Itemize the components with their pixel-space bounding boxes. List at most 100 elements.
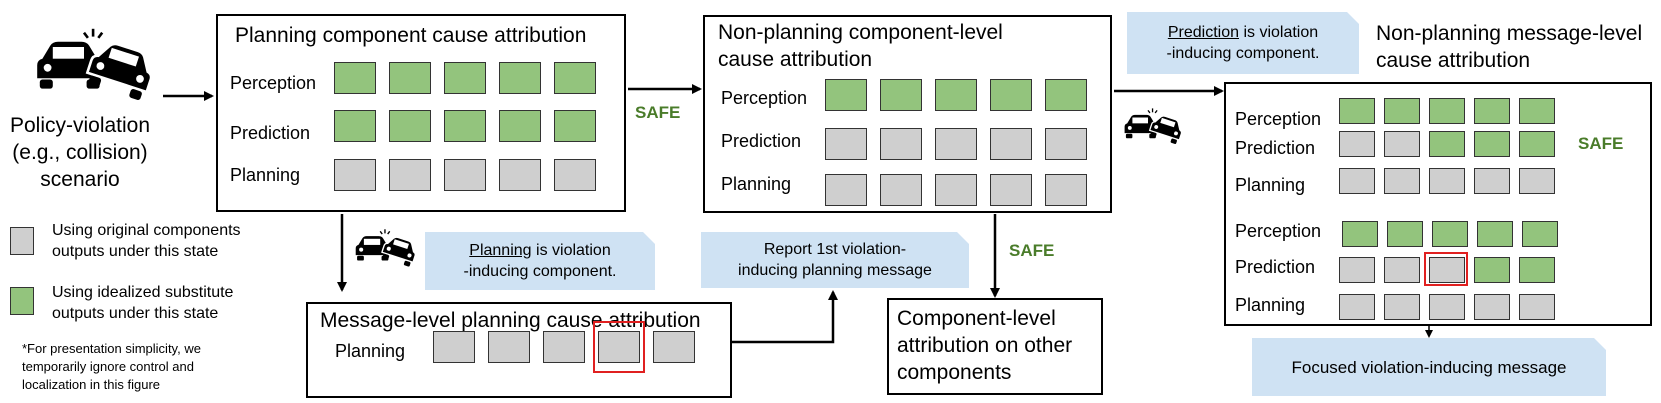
note-planning-violation: Planning is violation -inducing componen… xyxy=(425,232,655,290)
cell-idealized xyxy=(334,110,376,142)
cell-original xyxy=(653,331,695,363)
safe-label: SAFE xyxy=(1578,134,1624,153)
cell-original xyxy=(1384,294,1420,320)
row-label-perception: Perception xyxy=(1235,109,1322,129)
cell-idealized xyxy=(444,110,486,142)
legend-idealized-swatch xyxy=(10,287,34,315)
panel-title: Message-level planning cause attribution xyxy=(320,309,701,332)
row-label-planning: Planning xyxy=(1235,175,1306,195)
cell-original xyxy=(1384,168,1420,194)
cell-idealized xyxy=(1429,98,1465,124)
nonplanning-message-title: Non-planning message-level cause attribu… xyxy=(1376,22,1643,72)
panel-title: Planning component cause attribution xyxy=(235,24,587,47)
component-other-panel: Component-level attribution on other com… xyxy=(887,298,1103,395)
safe-label: SAFE xyxy=(1009,241,1055,260)
cell-idealized xyxy=(1519,98,1555,124)
cell-original xyxy=(433,331,475,363)
cell-original xyxy=(598,331,640,363)
cell-idealized xyxy=(825,79,867,111)
cell-original xyxy=(1045,128,1087,160)
nonplanning-component-panel: Non-planning component-level cause attri… xyxy=(703,15,1112,213)
legend-original-swatch xyxy=(10,227,34,255)
cell-original xyxy=(444,159,486,191)
row-label-prediction: Prediction xyxy=(1235,138,1316,158)
cell-original xyxy=(1339,294,1375,320)
row-label-planning: Planning xyxy=(721,174,792,194)
cell-idealized xyxy=(389,110,431,142)
cell-idealized xyxy=(389,62,431,94)
cell-original xyxy=(499,159,541,191)
cell-idealized xyxy=(990,79,1032,111)
cell-original xyxy=(1339,131,1375,157)
legend-original-label: Using original components outputs under … xyxy=(52,222,241,260)
cell-original xyxy=(488,331,530,363)
cell-idealized xyxy=(554,110,596,142)
car-collision-icon xyxy=(35,27,160,104)
cell-original xyxy=(1045,174,1087,206)
cell-original xyxy=(825,174,867,206)
cell-idealized xyxy=(1474,257,1510,283)
cell-idealized xyxy=(444,62,486,94)
cell-original xyxy=(825,128,867,160)
scenario-label: Policy-violation (e.g., collision) scena… xyxy=(9,114,151,191)
safe-label: SAFE xyxy=(635,103,681,122)
cell-idealized xyxy=(1045,79,1087,111)
cell-original xyxy=(554,159,596,191)
highlight-box xyxy=(593,321,645,373)
cell-original xyxy=(990,128,1032,160)
row-label-perception: Perception xyxy=(1235,221,1322,241)
row-label-perception: Perception xyxy=(230,73,317,93)
cell-idealized xyxy=(499,62,541,94)
row-label-prediction: Prediction xyxy=(230,123,311,143)
note-report: Report 1st violation- inducing planning … xyxy=(701,232,969,288)
cell-original xyxy=(1384,131,1420,157)
cell-idealized xyxy=(334,62,376,94)
cell-original xyxy=(1339,257,1375,283)
cell-original xyxy=(334,159,376,191)
planning-component-panel: Planning component cause attribution Per… xyxy=(216,14,626,212)
footnote: *For presentation simplicity, we tempora… xyxy=(22,341,201,392)
car-collision-icon xyxy=(1123,107,1186,146)
cell-idealized xyxy=(1342,221,1378,247)
legend-idealized-label: Using idealized substitute outputs under… xyxy=(52,284,234,322)
note-key: Prediction xyxy=(1167,24,1239,41)
car-collision-icon xyxy=(355,228,420,269)
cell-original xyxy=(389,159,431,191)
cell-original xyxy=(1474,294,1510,320)
cell-original xyxy=(990,174,1032,206)
cell-original xyxy=(1519,168,1555,194)
cell-idealized xyxy=(935,79,977,111)
row-label-prediction: Prediction xyxy=(1235,257,1316,277)
row-label-planning: Planning xyxy=(335,341,406,361)
nonplanning-message-panel: Perception Prediction Planning Perceptio… xyxy=(1224,82,1652,326)
panel-text: Component-level attribution on other com… xyxy=(897,307,1073,384)
cell-original xyxy=(880,174,922,206)
cell-idealized xyxy=(1522,221,1558,247)
cell-original xyxy=(1429,257,1465,283)
cell-idealized xyxy=(1477,221,1513,247)
cell-original xyxy=(1339,168,1375,194)
cell-idealized xyxy=(554,62,596,94)
cell-idealized xyxy=(1387,221,1423,247)
cell-original xyxy=(1429,294,1465,320)
cell-idealized xyxy=(499,110,541,142)
message-planning-panel: Message-level planning cause attribution… xyxy=(306,302,732,398)
cell-original xyxy=(1519,294,1555,320)
cell-original xyxy=(543,331,585,363)
cell-original xyxy=(935,174,977,206)
cell-idealized xyxy=(1339,98,1375,124)
note-key: Planning xyxy=(469,242,532,259)
cell-original xyxy=(1384,257,1420,283)
row-label-planning: Planning xyxy=(230,165,301,185)
cell-idealized xyxy=(1432,221,1468,247)
cell-idealized xyxy=(1474,98,1510,124)
cell-original xyxy=(1429,168,1465,194)
cell-idealized xyxy=(1519,131,1555,157)
highlight-box xyxy=(1424,252,1468,286)
row-label-planning: Planning xyxy=(1235,295,1306,315)
cell-idealized xyxy=(1384,98,1420,124)
note-focused-message: Focused violation-inducing message xyxy=(1252,338,1606,396)
row-label-prediction: Prediction xyxy=(721,131,802,151)
cell-original xyxy=(880,128,922,160)
cell-original xyxy=(1474,168,1510,194)
